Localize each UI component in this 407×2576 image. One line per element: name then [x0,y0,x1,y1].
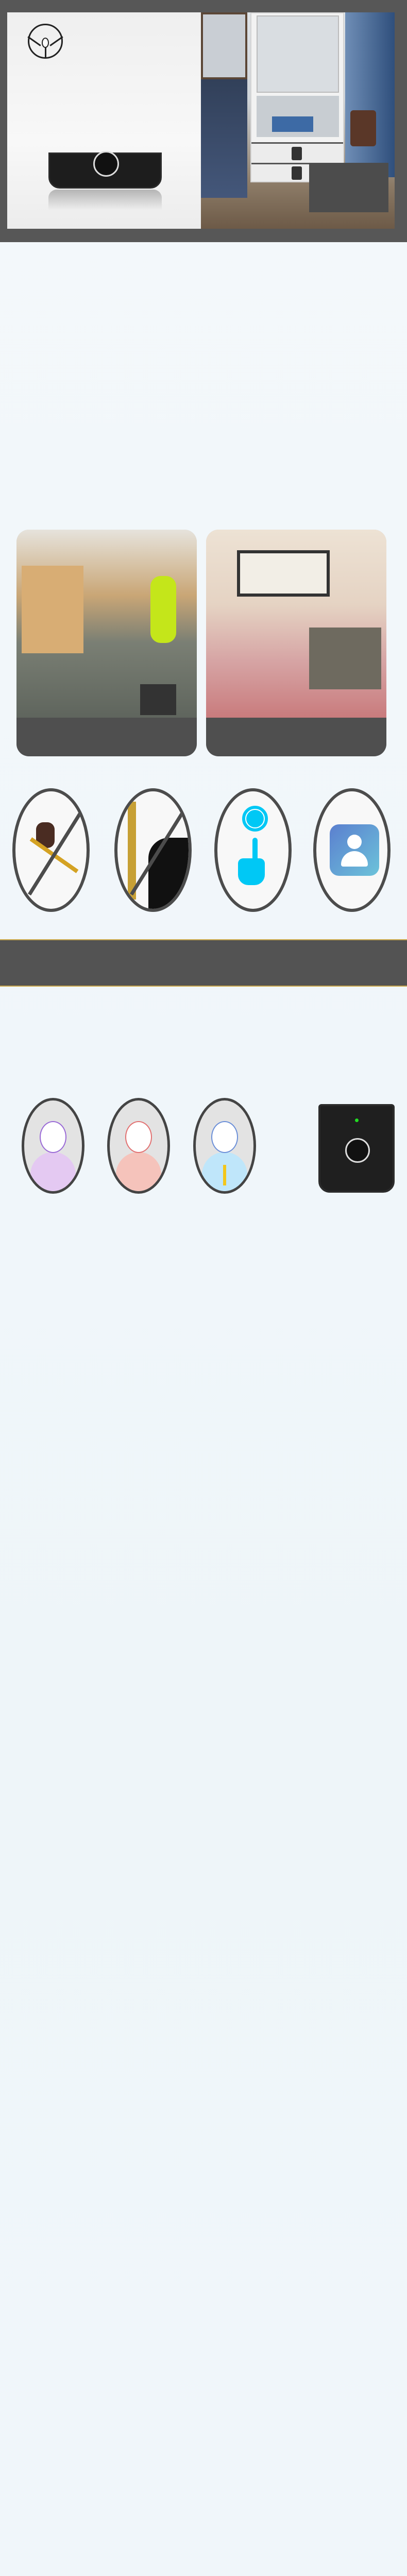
section-band-about [0,939,407,987]
model-badge [309,163,388,212]
multi-user-icon [313,788,391,912]
home-theft-card [206,530,386,756]
hero-lock-image [48,151,162,189]
fingerprint-sensor-icon [93,151,119,177]
hero-banner [0,0,407,242]
hero-left-panel [7,12,201,229]
problem-caption [206,718,386,756]
hero-room-photo [201,12,395,229]
fingerprint-lock-image [318,1104,395,1193]
anti-pry-icon [114,788,192,912]
office-theft-card [16,530,197,756]
user-1-avatar-icon [22,1098,84,1194]
no-key-icon [12,788,90,912]
brand-logo-icon [27,24,63,59]
one-touch-icon [214,788,292,912]
indicator-light-icon [355,1118,359,1122]
user-3-avatar-icon [193,1098,256,1194]
cabinet-image [250,12,344,182]
fingerprint-sensor-icon [345,1138,370,1163]
user-2-avatar-icon [107,1098,170,1194]
lock-reflection [48,190,162,210]
problem-caption [16,718,197,756]
home-theft-photo [206,530,386,718]
office-theft-photo [16,530,197,718]
